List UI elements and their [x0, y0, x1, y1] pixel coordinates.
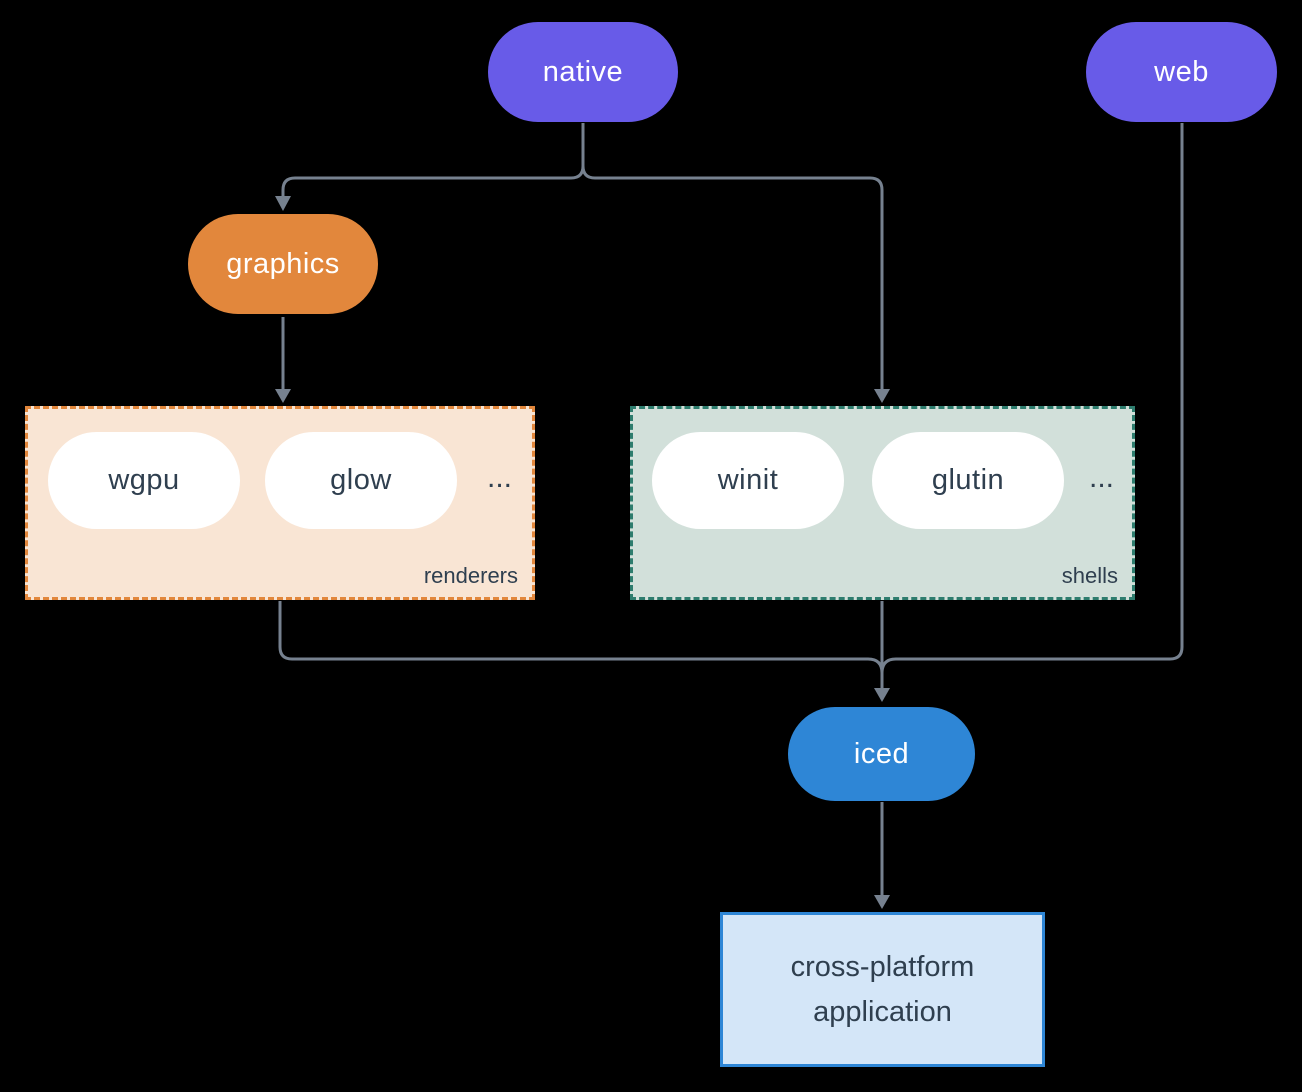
- application-node-label-line1: cross-platform: [790, 950, 975, 983]
- renderers-group: wgpu glow ... renderers: [25, 406, 535, 600]
- application-node: cross-platform application: [720, 912, 1045, 1067]
- shells-ellipsis: ...: [1088, 461, 1114, 494]
- iced-node: iced: [788, 707, 975, 801]
- web-node: web: [1086, 22, 1277, 122]
- wgpu-node-label: wgpu: [108, 464, 180, 496]
- edge-web-iced: [880, 123, 1184, 674]
- native-node: native: [488, 22, 678, 122]
- arrowhead-shells: [874, 389, 890, 403]
- arrowhead-iced: [874, 688, 890, 702]
- glutin-node-label: glutin: [931, 464, 1005, 496]
- arrowhead-renderers: [275, 389, 291, 403]
- web-node-label: web: [1154, 55, 1209, 88]
- iced-node-label: iced: [853, 737, 910, 770]
- glow-node-label: glow: [330, 464, 392, 496]
- application-node-label-line2: application: [813, 995, 952, 1028]
- arrowhead-graphics: [275, 196, 291, 211]
- glow-node: glow: [265, 432, 457, 529]
- native-node-label: native: [542, 55, 624, 88]
- arrowhead-app: [874, 895, 890, 909]
- renderers-ellipsis: ...: [486, 461, 512, 494]
- shells-group: winit glutin ... shells: [630, 406, 1135, 600]
- shells-group-label: shells: [1061, 563, 1118, 588]
- renderers-group-label: renderers: [423, 563, 518, 588]
- edge-native-shells: [581, 123, 884, 389]
- graphics-node: graphics: [188, 214, 378, 314]
- edge-native-graphics: [281, 123, 585, 196]
- edge-renderers-iced: [278, 601, 884, 674]
- wgpu-node: wgpu: [48, 432, 240, 529]
- graphics-node-label: graphics: [226, 247, 340, 280]
- glutin-node: glutin: [872, 432, 1064, 529]
- winit-node-label: winit: [717, 464, 779, 496]
- winit-node: winit: [652, 432, 844, 529]
